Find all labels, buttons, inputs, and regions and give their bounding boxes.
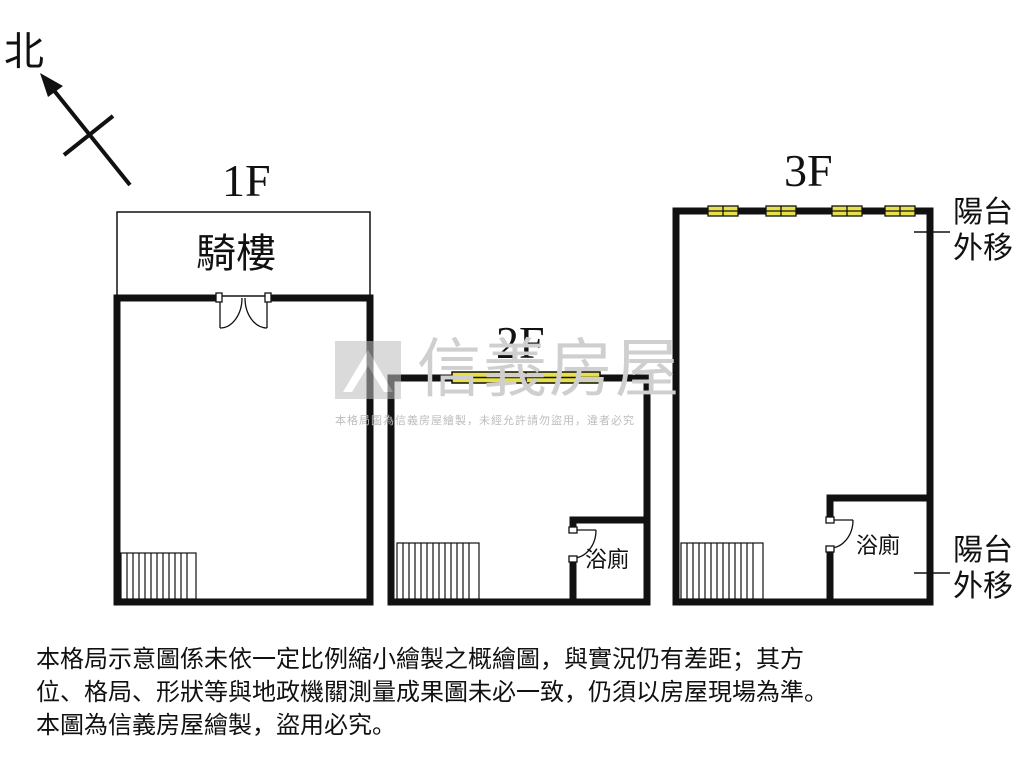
balcony-note-top: 陽台 外移	[953, 195, 1013, 267]
arcade-outline	[116, 211, 371, 297]
bath-label-3f: 浴廁	[856, 534, 901, 559]
watermark-title: 信義房屋	[417, 333, 681, 407]
balcony-note-bottom: 陽台 外移	[953, 533, 1013, 605]
window-icon	[451, 371, 601, 384]
arcade-label: 騎樓	[196, 231, 276, 277]
entrance-door-icon	[215, 292, 272, 329]
balcony-marker	[914, 231, 950, 574]
bath-door-icon	[568, 526, 597, 563]
balcony-note-line: 外移	[953, 569, 1013, 604]
stairs-icon	[680, 542, 764, 600]
stairs-icon	[120, 552, 197, 600]
north-label: 北	[4, 29, 44, 75]
stairs-icon	[396, 542, 480, 600]
disclaimer-line: 本格局示意圖係未依一定比例縮小繪製之概繪圖，與實況仍有差距；其方	[36, 645, 804, 673]
bath-label-2f: 浴廁	[585, 548, 630, 573]
disclaimer-line: 本圖為信義房屋繪製，盜用必究。	[36, 711, 396, 739]
floor-2f-plan	[387, 371, 651, 606]
window-icon	[707, 205, 916, 217]
balcony-note-line: 陽台	[953, 533, 1013, 568]
floor-label-3f: 3F	[784, 145, 833, 196]
floor-label-1f: 1F	[222, 155, 271, 206]
floor-label-2f: 2F	[496, 317, 545, 368]
disclaimer-text: 本格局示意圖係未依一定比例縮小繪製之概繪圖，與實況仍有差距；其方 位、格局、形狀…	[36, 643, 996, 742]
north-arrow-icon	[40, 73, 132, 187]
balcony-note-line: 外移	[953, 231, 1013, 266]
floor-3f-plan	[672, 205, 950, 606]
watermark-logo-icon	[335, 341, 401, 399]
watermark-subtitle: 本格局圖為信義房屋繪製，未經允許請勿盜用，違者必究	[335, 414, 635, 427]
floor-1f-plan	[113, 211, 374, 606]
disclaimer-line: 位、格局、形狀等與地政機關測量成果圖未必一致，仍須以房屋現場為準。	[36, 678, 828, 706]
balcony-note-line: 陽台	[953, 195, 1013, 230]
bath-door-icon	[825, 516, 854, 553]
watermark: 信義房屋 本格局圖為信義房屋繪製，未經允許請勿盜用，違者必究	[333, 338, 703, 428]
